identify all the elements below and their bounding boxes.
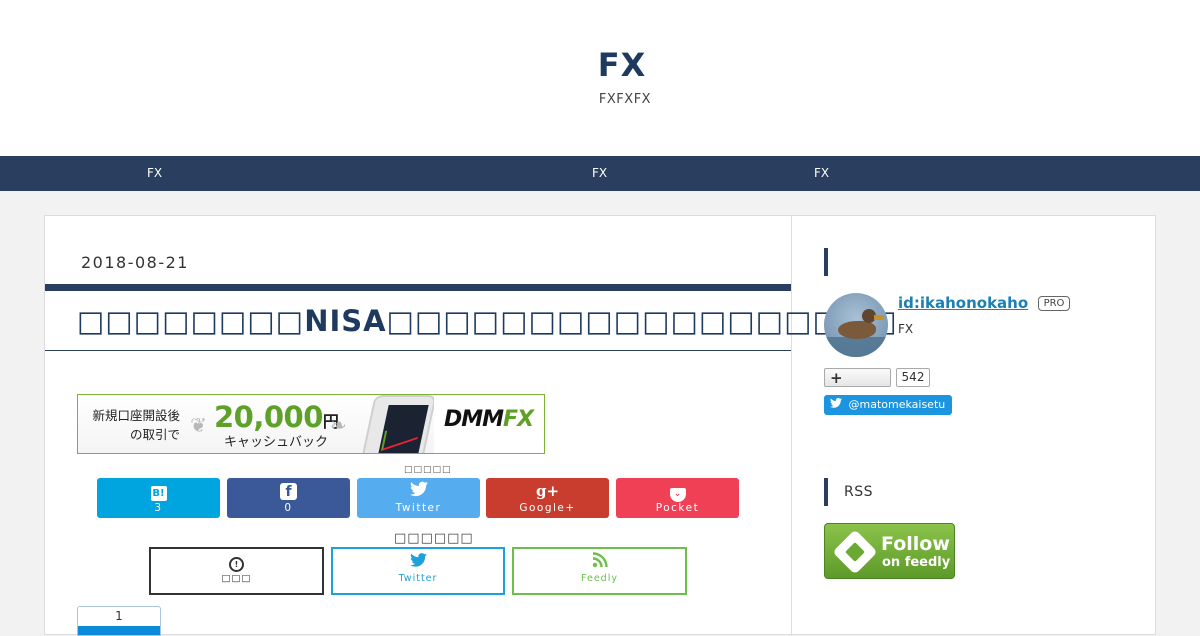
facebook-share-button[interactable]: f 0 [227,478,350,518]
nav-item-2[interactable]: FX [592,166,608,180]
feedly-icon [832,529,878,575]
feedly-icon-inner [845,542,865,562]
avatar-water [824,337,888,357]
follow-caption: □□□□□□ [394,531,474,546]
site-description: FXFXFX [598,92,652,107]
user-description: FX [898,322,914,336]
googleplus-label: Google+ [519,502,576,514]
logo-fx: FX [503,407,534,432]
banner-amount: 20,000円 [214,400,339,434]
nav-item-1[interactable]: FX [147,166,163,180]
share-count-box[interactable]: 1 [77,606,161,636]
content-wrapper: 2018-08-21 □□□□□□□□NISA□□□□□□□□□□□□□□□□□… [44,215,1156,636]
share-caption: □□□□□ [404,465,452,475]
share-count-bar [78,626,160,635]
facebook-icon-glyph: f [280,483,297,500]
main-column: 2018-08-21 □□□□□□□□NISA□□□□□□□□□□□□□□□□□… [45,216,897,636]
avatar-duck-bill [874,315,884,320]
entry-title[interactable]: □□□□□□□□NISA□□□□□□□□□□□□□□□□□□ [77,304,898,338]
rss-icon [514,552,685,572]
global-nav: FX FX FX [0,156,1200,191]
dmm-fx-logo: DMMFX [444,407,534,432]
rss-heading: RSS [844,484,874,500]
hatena-icon-glyph: B! [150,486,167,501]
entry-date[interactable]: 2018-08-21 [81,253,189,272]
profile-heading-accent [824,248,828,276]
googleplus-icon: g+ [535,482,560,500]
site-title[interactable]: FX [597,46,647,84]
pocket-label: Pocket [655,502,700,514]
banner-line-1: 新規口座開設後 [92,408,180,423]
banner-yen: 円 [322,412,339,431]
banner-brand-area [434,395,544,453]
twitter-follow-label: Twitter [398,573,438,584]
rss-heading-accent [824,478,828,506]
reader-add-button[interactable]: + [824,368,891,387]
laurel-right-icon: ❧ [330,413,347,437]
dmm-fx-banner[interactable]: 新規口座開設後 の取引で ❦ 20,000円 キャッシュバック ❧ DMMFX [77,394,545,454]
avatar[interactable] [824,293,888,357]
avatar-duck-body [838,321,876,339]
avatar-duck-head [862,309,876,323]
banner-text-left: 新規口座開設後 の取引で [90,406,180,444]
facebook-count: 0 [284,502,293,514]
laurel-left-icon: ❦ [190,413,207,437]
twitter-follow-badge[interactable]: @matomekaisetu [824,395,952,415]
hatena-follow-button[interactable]: ! □□□ [149,547,324,595]
twitter-share-button[interactable]: Twitter [357,478,480,518]
pocket-icon: ⌄ [616,481,739,502]
twitter-bird-icon [357,481,480,501]
pocket-icon-glyph: ⌄ [669,488,686,502]
hatena-bookmark-button[interactable]: B! 3 [97,478,220,518]
twitter-handle: @matomekaisetu [848,398,946,411]
pocket-share-button[interactable]: ⌄ Pocket [616,478,739,518]
entry-title-top-border [45,284,791,291]
logo-dmm: DMM [444,407,504,432]
twitter-follow-button[interactable]: Twitter [331,547,505,595]
hatena-follow-icon: ! [151,552,322,572]
nav-item-3[interactable]: FX [814,166,830,180]
facebook-icon: f [227,481,350,501]
hatena-follow-icon-glyph: ! [229,557,244,572]
smartphone-image [361,395,437,453]
feedly-follow-badge[interactable]: Follow on feedly [824,523,955,579]
entry-title-divider [45,350,791,351]
hatena-count: 3 [154,502,163,514]
site-header: FX FXFXFX [0,0,1200,156]
banner-cashback: キャッシュバック [224,435,329,450]
pro-badge: PRO [1038,296,1070,311]
twitter-follow-icon [333,552,503,572]
twitter-share-label: Twitter [395,502,442,514]
twitter-small-icon [830,398,846,411]
sidebar: id:ikahonokaho PRO FX + 542 @matomekaise… [792,216,1155,636]
user-id-link[interactable]: id:ikahonokaho [898,294,1029,312]
plus-icon: + [830,369,843,387]
reader-count: 542 [896,368,930,387]
feedly-follow-button[interactable]: Feedly [512,547,687,595]
feedly-follow-label: Feedly [581,573,618,584]
feedly-line-1: Follow [881,533,950,555]
feedly-line-2: on feedly [882,555,951,570]
share-count-value: 1 [115,609,123,623]
banner-amount-value: 20,000 [214,400,323,434]
banner-line-2: の取引で [129,427,180,442]
hatena-follow-label: □□□ [221,573,252,584]
hatena-bookmark-icon: B! [97,481,220,501]
googleplus-share-button[interactable]: g+ Google+ [486,478,609,518]
